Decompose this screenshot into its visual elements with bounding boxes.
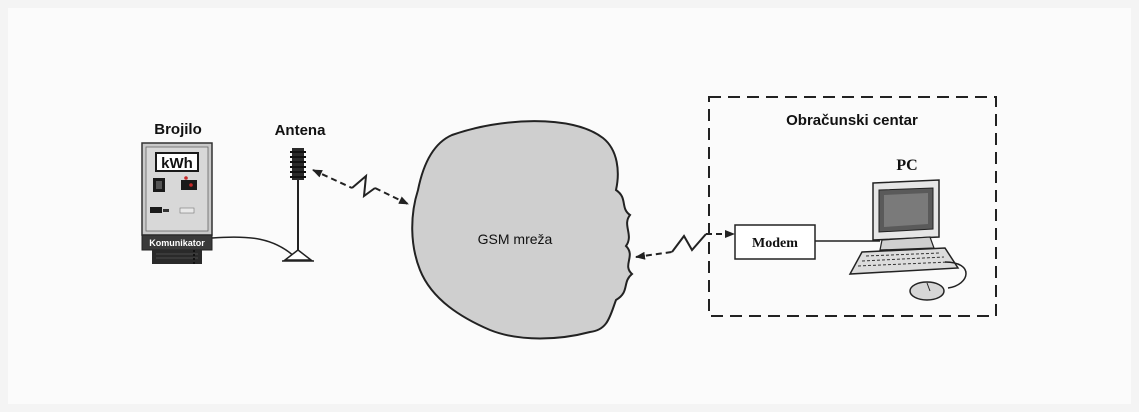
meter-display-label: kWh: [161, 155, 193, 172]
billing-center-box: [708, 96, 997, 317]
billing-center-title: Obračunski centar: [786, 112, 918, 129]
electricity-meter-icon: kWh Komunikator: [141, 142, 213, 264]
modem-box: [734, 224, 816, 260]
gsm-network-cloud: [411, 120, 634, 340]
meter-title: Brojilo: [154, 121, 202, 138]
antenna-title: Antena: [275, 122, 326, 139]
meter-antenna-cable: [211, 236, 297, 259]
antenna-icon: [282, 148, 314, 262]
computer-icon: [848, 179, 967, 301]
communicator-label: Komunikator: [149, 238, 205, 248]
wireless-link-modem: [635, 230, 735, 260]
gsm-network-label: GSM mreža: [478, 231, 553, 247]
modem-label: Modem: [752, 236, 798, 251]
pc-label: PC: [896, 157, 917, 174]
wireless-link-antenna: [312, 169, 409, 205]
